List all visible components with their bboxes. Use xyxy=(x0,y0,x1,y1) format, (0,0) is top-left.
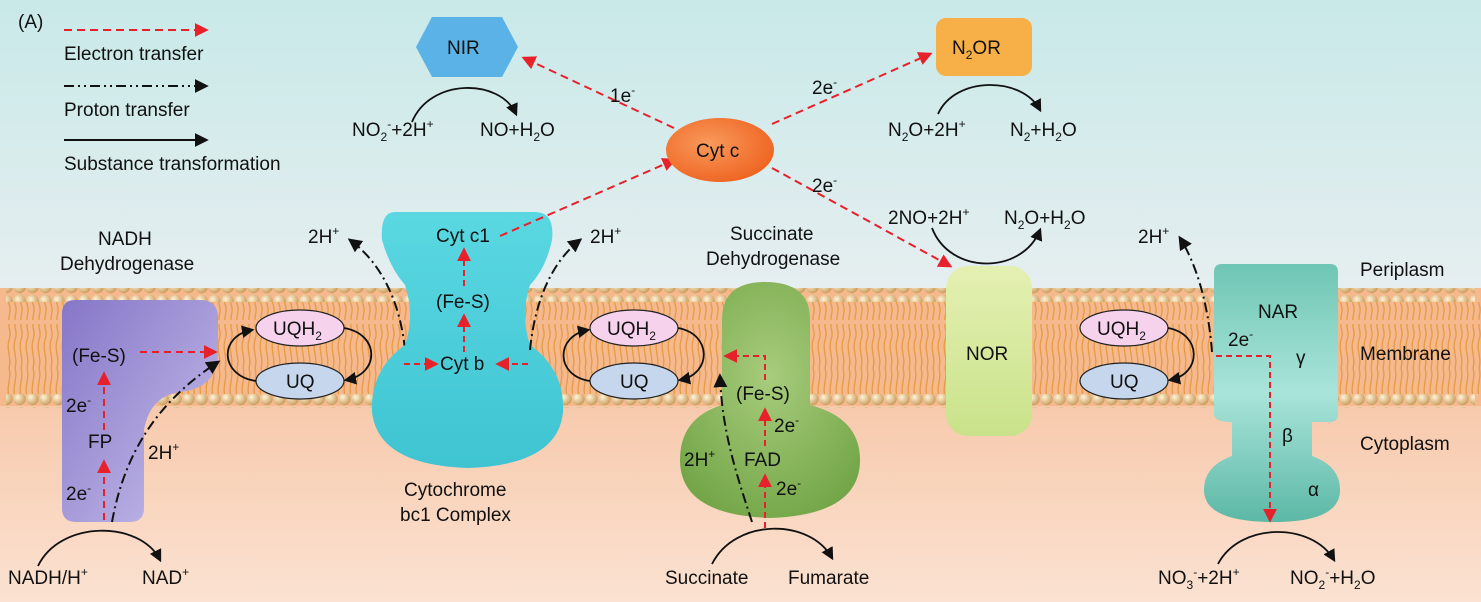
proton-label-c2: 2H+ xyxy=(684,447,715,471)
proton-arrow-q1 xyxy=(347,238,406,351)
cytc1-label: Cyt c1 xyxy=(436,226,490,247)
region-cytoplasm: Cytoplasm xyxy=(1360,434,1450,455)
uqh2-label-2: UQH2 xyxy=(607,319,656,343)
nadh-name-line1: NADH xyxy=(98,229,152,250)
n2or-box xyxy=(936,18,1032,76)
cytb-label: Cyt b xyxy=(440,354,484,375)
electron-arrow-cytc-n2or xyxy=(771,52,933,125)
electron-count-nar: 2e- xyxy=(1228,327,1253,351)
reaction-fumarate: Fumarate xyxy=(788,568,869,589)
reaction-n2or-left: N2O+2H+ xyxy=(888,117,966,144)
nor-label: NOR xyxy=(966,344,1008,365)
electron-arrow-cytc-nor xyxy=(771,167,953,268)
electron-count-c2-lower: 2e- xyxy=(776,476,801,500)
cytochrome-bc1-shape xyxy=(371,212,564,468)
electron-count-nor: 2e- xyxy=(812,173,837,197)
panel-label: (A) xyxy=(18,12,43,33)
proton-label-q1: 2H+ xyxy=(308,224,339,248)
electron-arrow-fes-uqh2-c2 xyxy=(723,349,766,380)
reaction-nor-right: N2O+H2O xyxy=(1004,208,1086,232)
proton-label-q3: 2H+ xyxy=(1138,224,1169,248)
legend: Electron transfer Proton transfer Substa… xyxy=(64,23,281,175)
region-periplasm: Periplasm xyxy=(1360,260,1444,281)
electron-count-c1-upper: 2e- xyxy=(66,393,91,417)
reaction-nir-right: NO+H2O xyxy=(480,120,555,144)
region-membrane: Membrane xyxy=(1360,344,1451,365)
legend-electron-label: Electron transfer xyxy=(64,44,204,65)
proton-arrow-q3 xyxy=(1178,235,1213,353)
uq-label-3: UQ xyxy=(1110,372,1139,393)
electron-count-n2or: 2e- xyxy=(812,75,837,99)
nar-gamma-label: γ xyxy=(1296,348,1306,369)
fad-label: FAD xyxy=(744,450,781,471)
q-cycle-arrow-2-left xyxy=(562,325,591,382)
succinate-name-line2: Dehydrogenase xyxy=(706,249,840,270)
cytc-label: Cyt c xyxy=(696,141,739,162)
cytochrome-name-line2: bc1 Complex xyxy=(400,505,511,526)
reaction-n2or-right: N2+H2O xyxy=(1010,120,1077,144)
cytc-ellipse xyxy=(666,118,774,182)
fp-label: FP xyxy=(88,432,112,453)
reaction-succinate: Succinate xyxy=(665,568,748,589)
nadh-name-line2: Dehydrogenase xyxy=(60,254,194,275)
q-cycle-arrow-1-left xyxy=(226,325,257,382)
electron-count-c1-lower: 2e- xyxy=(66,481,91,505)
fes-label-c3: (Fe-S) xyxy=(436,292,490,313)
nir-hexagon xyxy=(416,17,518,77)
reaction-nir-left: NO2-+2H+ xyxy=(352,117,434,144)
uq-label-2: UQ xyxy=(620,372,649,393)
n2or-label: N2OR xyxy=(952,38,1001,62)
electron-arrow-cytc-nir xyxy=(521,56,675,129)
q-cycle-arrow-3 xyxy=(1167,327,1195,385)
fes-label-c2: (Fe-S) xyxy=(736,384,790,405)
uq-label-1: UQ xyxy=(286,372,315,393)
reaction-arc-n2or xyxy=(937,84,1042,115)
nar-label: NAR xyxy=(1258,302,1298,323)
nar-beta-label: β xyxy=(1282,426,1293,447)
reaction-arc-nor xyxy=(931,227,1043,265)
electron-arrow-cytc1-cytc xyxy=(499,158,677,237)
electron-count-c2-upper: 2e- xyxy=(774,413,799,437)
succinate-name-line1: Succinate xyxy=(730,224,813,245)
legend-proton-label: Proton transfer xyxy=(64,100,190,121)
q-cycle-arrow-2-right xyxy=(677,327,705,385)
q-cycle-arrow-1-right xyxy=(343,327,373,385)
legend-substance-label: Substance transformation xyxy=(64,154,281,175)
proton-arrow-c2 xyxy=(713,373,753,523)
reaction-arc-nar xyxy=(1217,531,1336,565)
electron-count-nir: 1e- xyxy=(610,83,635,107)
proton-arrow-c1 xyxy=(111,360,221,523)
nor-shape xyxy=(946,266,1032,436)
reaction-nad: NAD+ xyxy=(142,565,189,589)
reaction-nar-left: NO3-+2H+ xyxy=(1158,565,1240,592)
reaction-arc-nadh xyxy=(37,529,162,567)
nar-shape xyxy=(1204,264,1340,522)
reaction-nadh: NADH/H+ xyxy=(8,565,88,589)
reaction-arc-nir xyxy=(411,87,518,123)
uqh2-label-1: UQH2 xyxy=(273,319,322,343)
fes-label-c1: (Fe-S) xyxy=(72,346,126,367)
nar-alpha-label: α xyxy=(1308,480,1319,501)
uqh2-label-3: UQH2 xyxy=(1097,319,1146,343)
reaction-nor-left: 2NO+2H+ xyxy=(888,205,969,229)
proton-label-q2: 2H+ xyxy=(590,224,621,248)
reaction-arc-succinate xyxy=(711,527,834,565)
reaction-nar-right: NO2-+H2O xyxy=(1290,565,1375,592)
succinate-dehydrogenase-shape xyxy=(680,282,860,518)
proton-label-c1: 2H+ xyxy=(148,440,179,464)
nir-label: NIR xyxy=(447,38,480,59)
electron-arrow-nar xyxy=(1216,355,1277,523)
proton-arrow-q2 xyxy=(529,238,583,351)
cytochrome-name-line1: Cytochrome xyxy=(404,480,506,501)
